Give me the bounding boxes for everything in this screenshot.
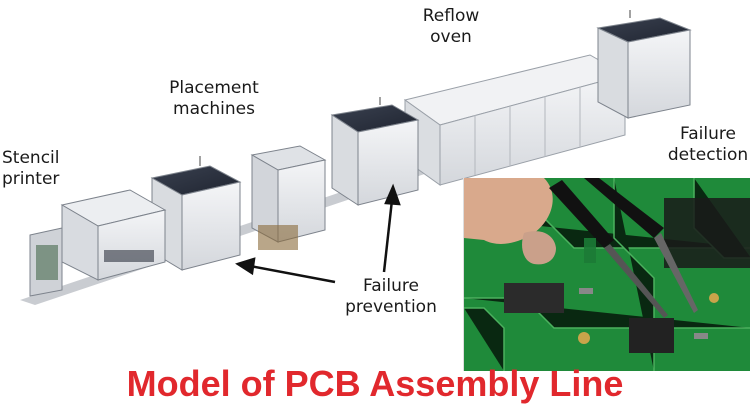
failure-prevention-label: Failure prevention xyxy=(340,276,442,318)
diagram-title: Model of PCB Assembly Line xyxy=(0,364,750,404)
stencil-printer-machine xyxy=(30,190,165,296)
reflow-oven-label: Reflow oven xyxy=(415,6,487,48)
reflow-oven-machine xyxy=(405,55,625,185)
failure-detection-label: Failure detection xyxy=(666,124,750,166)
placement-machines-label: Placement machines xyxy=(164,78,264,120)
stencil-printer-label: Stencil printer xyxy=(2,148,59,190)
inspection-machine xyxy=(598,10,690,118)
placement-machine-large xyxy=(332,97,418,205)
pcb-photo-illustration xyxy=(464,178,750,371)
placement-machine-small xyxy=(252,146,325,250)
pcb-photo xyxy=(463,178,750,371)
